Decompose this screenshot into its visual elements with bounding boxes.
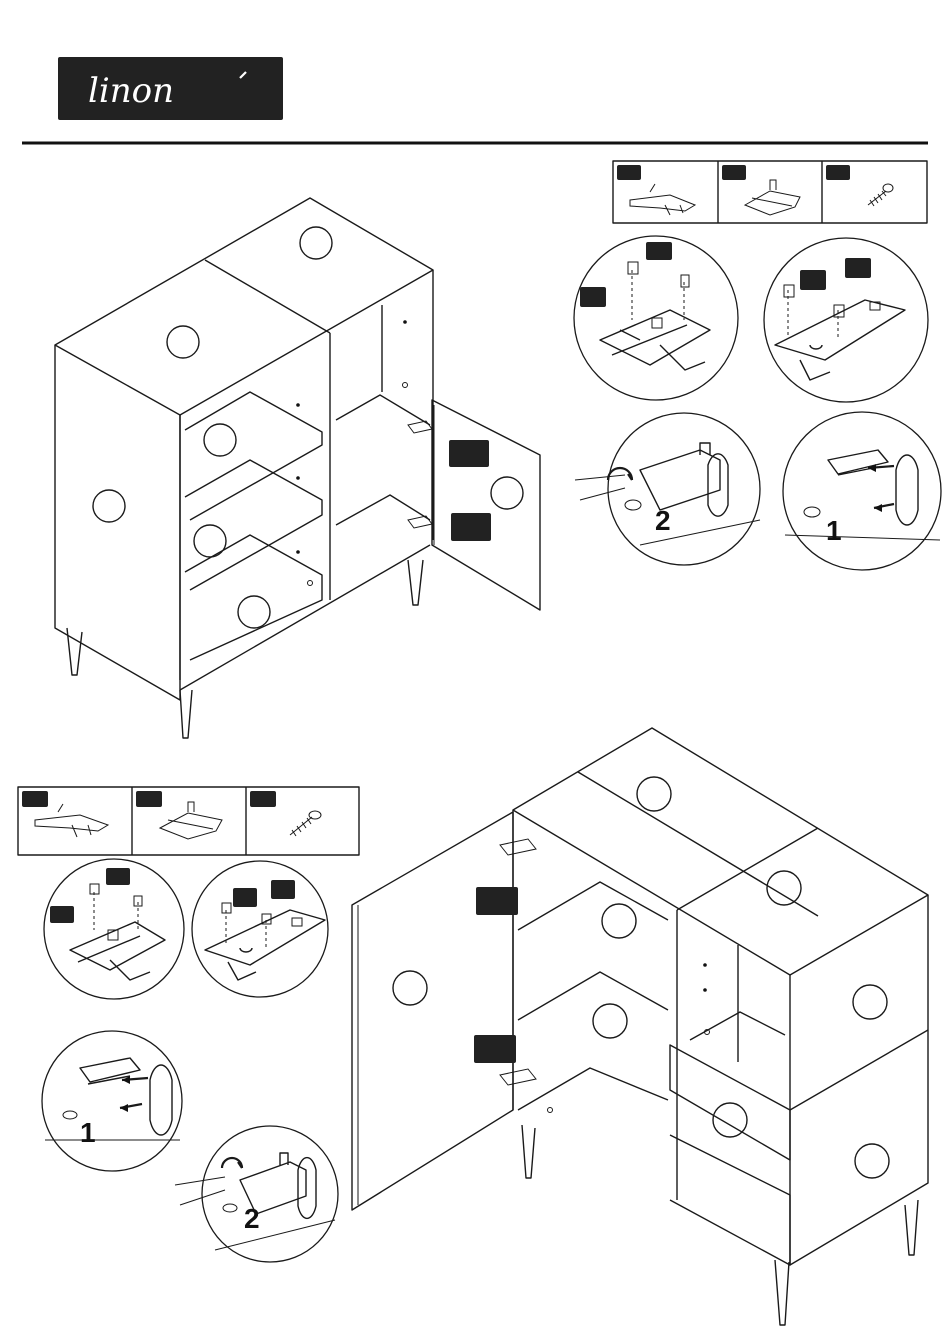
hinge-plate-icon — [160, 802, 222, 839]
callout-step-1-bottom: 1 — [42, 1031, 182, 1171]
screw-icon — [868, 184, 893, 206]
step-number-2-bottom: 2 — [244, 1203, 260, 1234]
brand-logo: linon — [58, 57, 283, 120]
screw-icon — [290, 811, 321, 836]
callout-step-2-bottom: 2 — [175, 1126, 338, 1262]
callout-plate-bottom-right — [192, 861, 328, 997]
hinge-plate-icon — [745, 180, 800, 215]
hinge-arm-icon — [35, 804, 108, 837]
step-number-1-bottom: 1 — [80, 1117, 96, 1148]
step-number-1-top: 1 — [826, 515, 842, 546]
parts-strip-bottom — [18, 787, 359, 855]
cabinet-bottom-drawing — [352, 728, 928, 1325]
callout-plate-top-right — [764, 238, 928, 402]
logo-text: linon — [88, 71, 174, 111]
step-number-2-top: 2 — [655, 505, 671, 536]
callout-step-2-top: 2 — [575, 413, 760, 565]
callout-step-1-top: 1 — [783, 412, 941, 570]
hinge-arm-icon — [630, 184, 695, 215]
cabinet-top-drawing — [55, 198, 540, 738]
callout-plate-top-left — [574, 236, 738, 400]
callout-plate-bottom-left — [44, 859, 184, 999]
parts-strip-top — [613, 161, 927, 223]
